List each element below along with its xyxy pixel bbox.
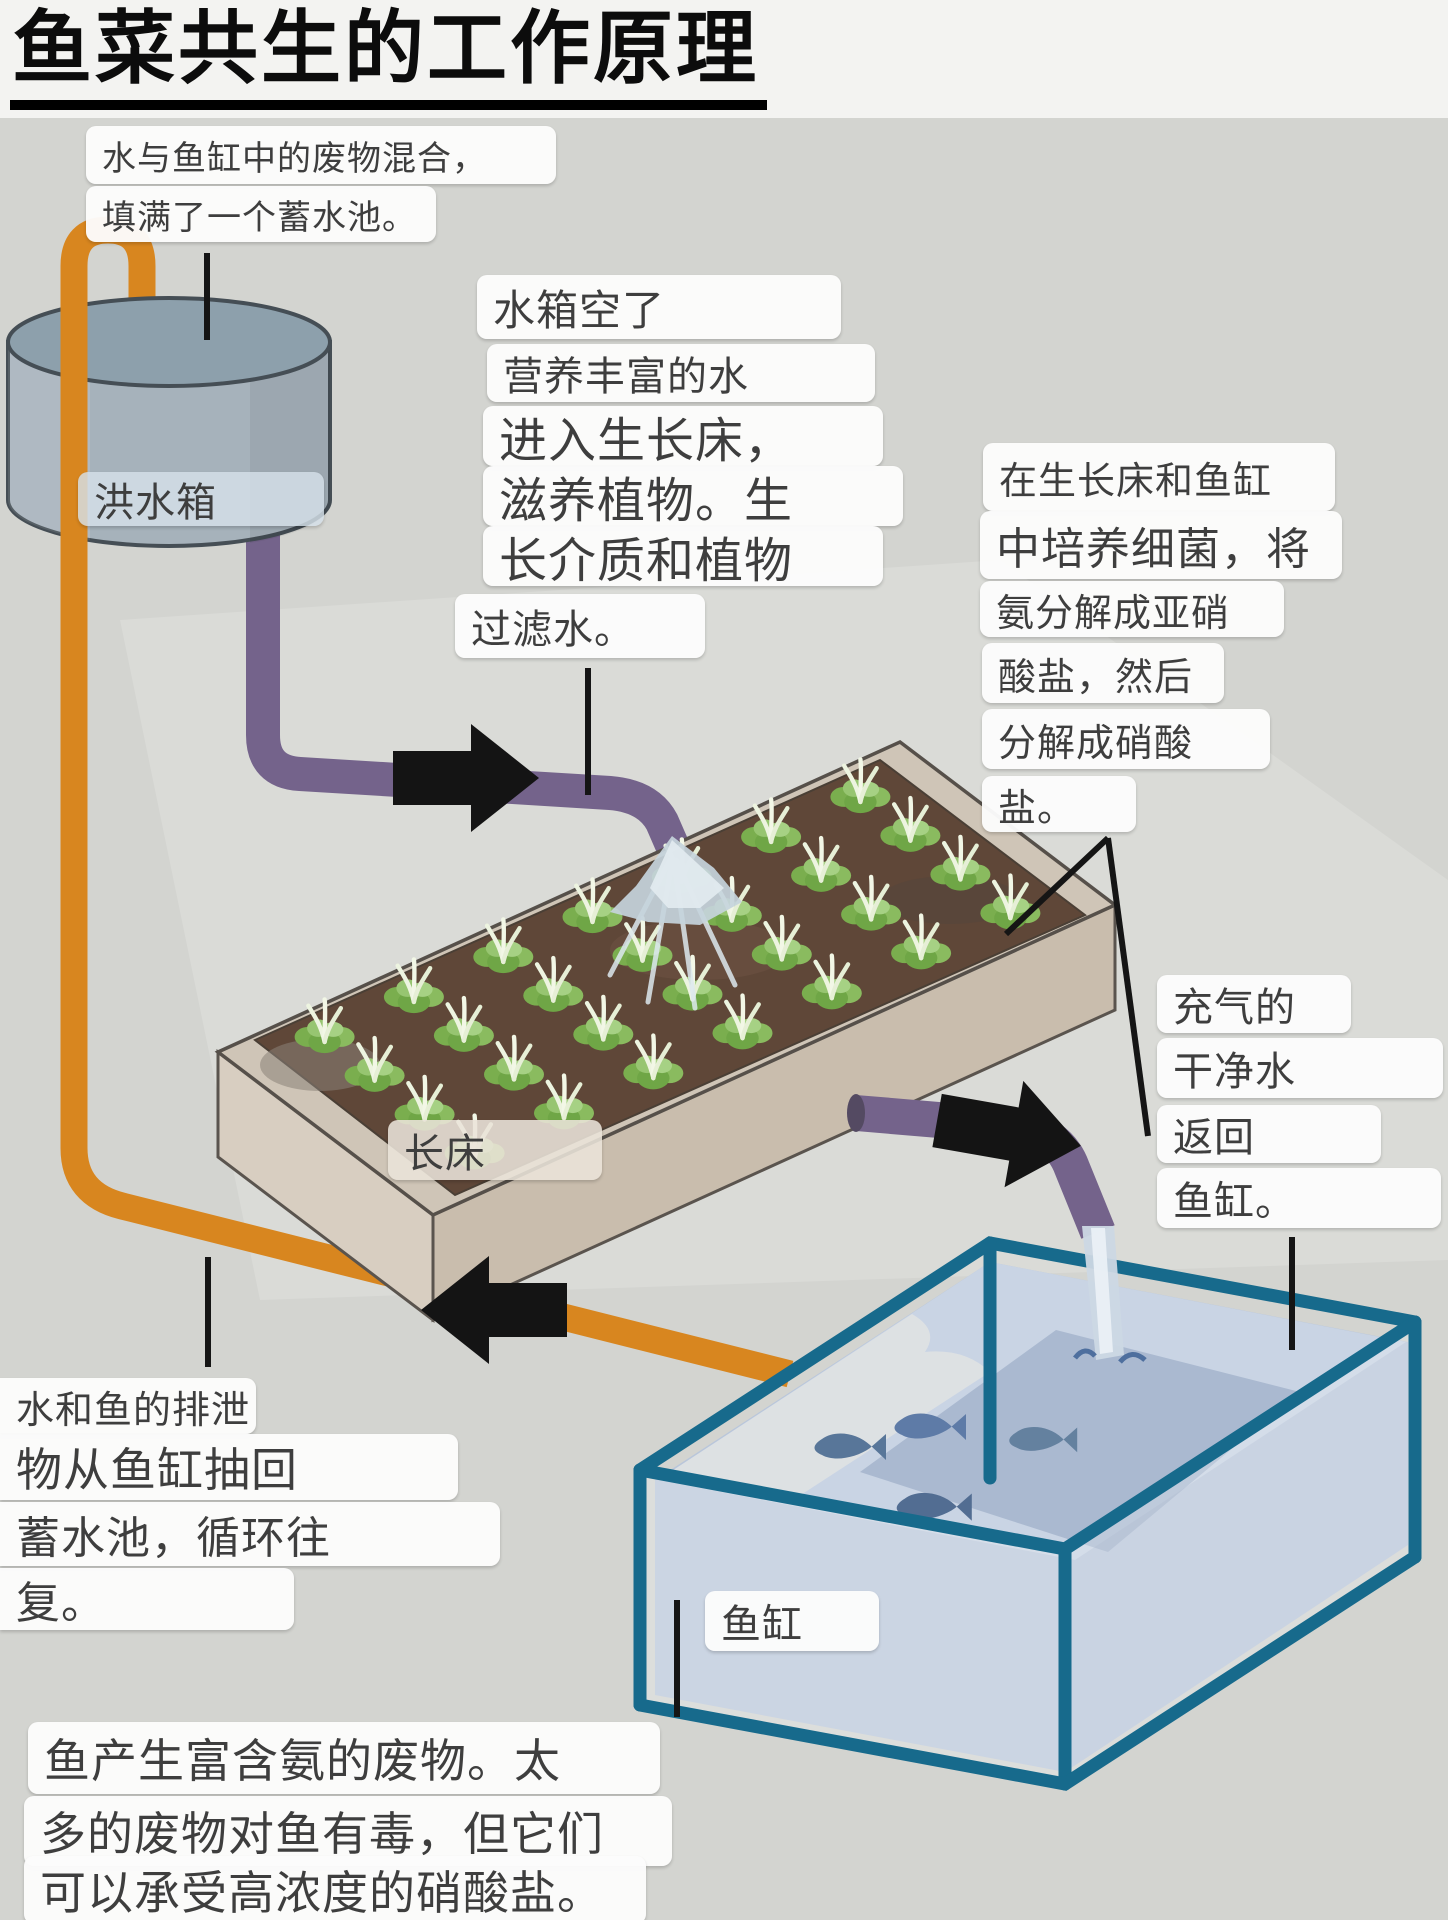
callout-bacteria-line1: 在生长床和鱼缸 <box>983 443 1335 511</box>
callout-recirc-line2: 物从鱼缸抽回 <box>0 1434 458 1500</box>
connector-bacteria-bed <box>1003 835 1111 937</box>
label-flood-tank: 洪水箱 <box>78 472 324 526</box>
splash <box>1073 1348 1147 1364</box>
callout-nutrient-water: 营养丰富的水 <box>487 344 875 402</box>
label-grow-bed: 长床 <box>388 1120 602 1180</box>
callout-waste-line1: 鱼产生富含氨的废物。太 <box>28 1722 660 1794</box>
fish-tank-graphic <box>633 1236 1422 1791</box>
callout-growbed-line4: 过滤水。 <box>455 594 705 658</box>
water-spray <box>607 836 742 1011</box>
callout-waste-line3: 可以承受高浓度的硝酸盐。 <box>24 1856 646 1920</box>
connector-lines <box>204 253 1295 1717</box>
callout-bacteria-line6: 盐。 <box>982 776 1136 832</box>
callout-clean-line4: 鱼缸。 <box>1157 1168 1441 1228</box>
callout-tank-empty: 水箱空了 <box>477 275 841 339</box>
label-fish-tank: 鱼缸 <box>705 1591 879 1651</box>
callout-growbed-line1: 进入生长床， <box>483 406 883 468</box>
callout-bacteria-line5: 分解成硝酸 <box>982 709 1270 769</box>
grow-bed-graphic <box>214 739 1119 1324</box>
callout-clean-line1: 充气的 <box>1157 975 1351 1033</box>
callout-recirc-line4: 复。 <box>0 1568 294 1630</box>
callout-waste-line2: 多的废物对鱼有毒，但它们 <box>24 1796 672 1866</box>
title-background <box>0 0 1448 118</box>
callout-bacteria-line3: 氨分解成亚硝 <box>980 581 1284 637</box>
callout-clean-line2: 干净水 <box>1157 1038 1443 1098</box>
orange-return-pipe <box>60 302 794 1388</box>
page-title: 鱼菜共生的工作原理 <box>10 0 767 110</box>
connector-bacteria-pipe <box>1105 837 1151 1137</box>
callout-recirc-line1: 水和鱼的排泄 <box>0 1378 256 1434</box>
callout-bacteria-line2: 中培养细菌，将 <box>980 511 1342 579</box>
callout-mix-line2: 填满了一个蓄水池。 <box>86 186 436 242</box>
callout-bacteria-line4: 酸盐，然后 <box>982 643 1224 703</box>
callout-growbed-line3: 长介质和植物 <box>483 526 883 588</box>
callout-clean-line3: 返回 <box>1157 1105 1381 1163</box>
callout-growbed-line2: 滋养植物。生 <box>483 466 903 528</box>
callout-mix-line1: 水与鱼缸中的废物混合， <box>86 126 556 184</box>
callout-recirc-line3: 蓄水池，循环往 <box>0 1502 500 1566</box>
